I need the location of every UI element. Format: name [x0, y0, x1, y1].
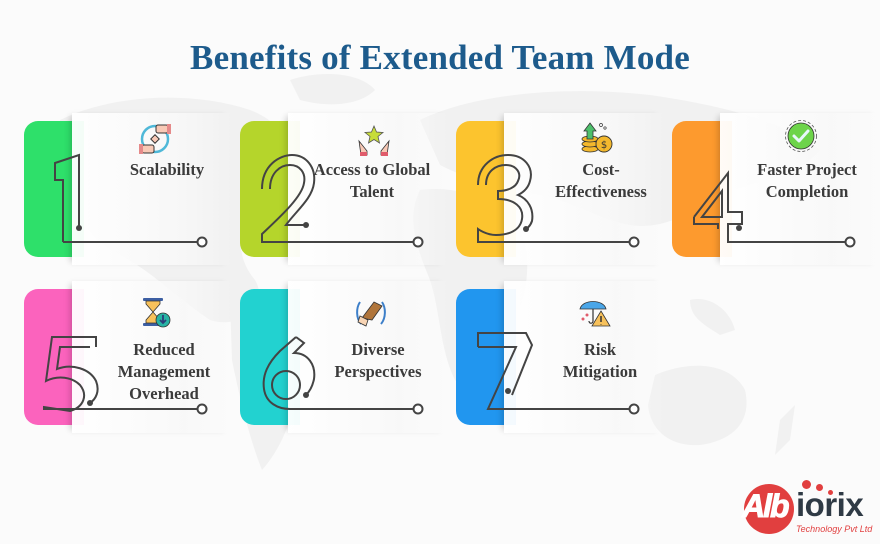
card-label: Access to Global Talent: [294, 159, 450, 203]
benefit-card-scalability: Scalability: [24, 113, 232, 265]
benefit-card-cost-effectiveness: $ Cost- Effectiveness: [456, 113, 664, 265]
star-hands-talent-icon: [358, 124, 390, 156]
benefit-card-reduced-overhead: Reduced Management Overhead: [24, 281, 232, 433]
umbrella-warning-icon: [579, 301, 611, 327]
label-line: Risk: [583, 340, 617, 359]
label-line: Overhead: [129, 384, 199, 403]
logo-dot: [828, 490, 833, 495]
label-line: Diverse: [351, 340, 405, 359]
label-line: Perspectives: [334, 362, 422, 381]
number-2-outline: [261, 153, 424, 248]
card-label: Diverse Perspectives: [306, 339, 450, 383]
svg-text:$: $: [601, 140, 607, 151]
label-line: Scalability: [129, 160, 205, 179]
logo-brand-part1: Alb: [742, 488, 791, 525]
logo-ring: [744, 484, 794, 534]
benefit-card-risk-mitigation: Risk Mitigation: [456, 281, 664, 433]
logo-tagline: Technology Pvt Ltd: [796, 524, 873, 534]
number-4-outline: [693, 170, 856, 248]
albiorix-logo: Alb iorix Technology Pvt Ltd: [738, 478, 878, 540]
benefit-card-diverse-perspectives: Diverse Perspectives: [240, 281, 448, 433]
card-label: Reduced Management Overhead: [94, 339, 234, 405]
label-line: Mitigation: [562, 362, 638, 381]
number-7-outline: [477, 332, 640, 415]
handshake-icon: [356, 301, 386, 327]
card-label: Faster Project Completion: [734, 159, 880, 203]
logo-dot: [816, 484, 823, 491]
card-label: Scalability: [106, 159, 228, 181]
card-label: Cost- Effectiveness: [528, 159, 674, 203]
label-line: Faster Project: [757, 160, 857, 179]
number-1-outline: [54, 153, 208, 248]
label-line: Cost-: [582, 160, 620, 179]
logo-dot: [802, 480, 811, 489]
label-line: Completion: [765, 182, 849, 201]
benefit-card-global-talent: Access to Global Talent: [240, 113, 448, 265]
label-line: Talent: [349, 182, 395, 201]
number-3-outline: [477, 153, 640, 248]
label-line: Management: [117, 362, 211, 381]
number-6-outline: [262, 336, 424, 415]
benefit-card-faster-completion: Faster Project Completion: [672, 113, 880, 265]
number-5-outline: [43, 336, 208, 415]
card-label: Risk Mitigation: [538, 339, 662, 383]
hourglass-download-icon: [143, 298, 171, 328]
label-line: Access to Global: [313, 160, 431, 179]
page-title: Benefits of Extended Team Mode: [190, 38, 690, 77]
check-circle-icon: [785, 120, 817, 152]
scalability-hands-icon: [139, 124, 171, 154]
coins-growth-icon: $: [581, 122, 613, 153]
label-line: Effectiveness: [555, 182, 647, 201]
label-line: Reduced: [133, 340, 195, 359]
